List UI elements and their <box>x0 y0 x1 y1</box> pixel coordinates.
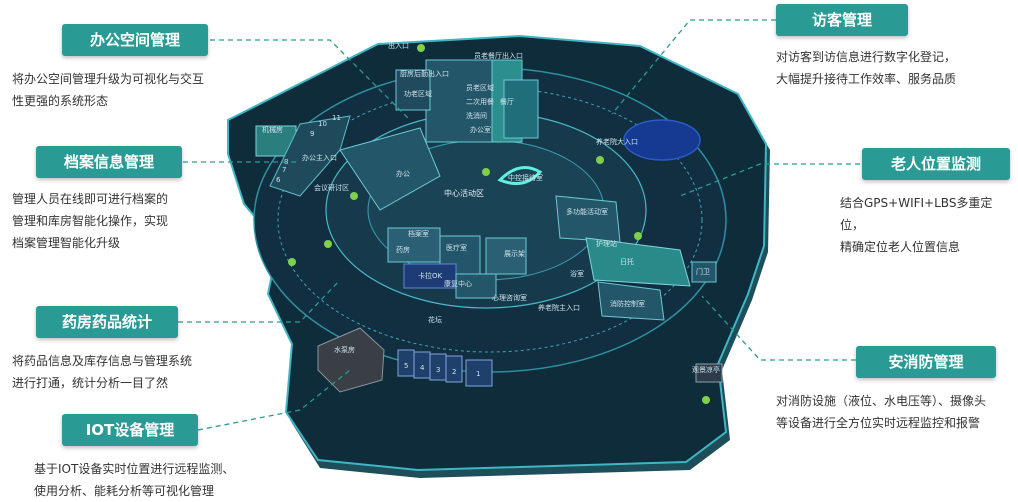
feature-elder-location-desc: 结合GPS+WIFI+LBS多重定位， 精确定位老人位置信息 <box>840 196 993 254</box>
feature-office-space-title[interactable]: 办公空间管理 <box>62 24 208 56</box>
label-health: 康复中心 <box>444 279 472 288</box>
label-daycare: 日托 <box>620 257 634 266</box>
connector-lines <box>178 19 860 431</box>
label-water-room: 水泵房 <box>334 345 355 354</box>
label-exhibit: 展示架 <box>504 250 525 258</box>
label-restaurant-exit: 员老餐厅出入口 <box>474 51 523 60</box>
label-garden: 花坛 <box>428 315 442 324</box>
feature-fire-safety-title[interactable]: 安消防管理 <box>856 346 996 378</box>
label-room-10: 10 <box>318 120 327 128</box>
label-center-activity: 中心活动区 <box>444 188 484 198</box>
feature-fire-safety-desc: 对消防设施（液位、水电压等）、摄像头 等设备进行全方位实时远程监控和报警 <box>776 394 987 430</box>
label-restaurant: 餐厅 <box>500 97 514 106</box>
label-karaoke: 卡拉OK <box>418 271 443 280</box>
label-bathroom: 浴室 <box>570 269 584 278</box>
label-left-building: 机械房 <box>262 125 283 134</box>
feature-archive-desc: 管理人员在线即可进行档案的 管理和库房智能化操作，实现 档案管理智能化升级 <box>12 192 169 250</box>
label-room-11: 11 <box>332 114 341 122</box>
label-slot-5: 5 <box>404 362 408 370</box>
label-room-7: 7 <box>282 166 286 174</box>
label-office-area: 功老区域 <box>404 89 432 98</box>
label-room-6: 6 <box>276 176 281 184</box>
label-kitchen-exit: 厨房后勤出入口 <box>400 69 449 78</box>
parking-slots <box>397 349 493 387</box>
label-slot-4: 4 <box>420 364 425 372</box>
label-room-9: 9 <box>310 130 314 138</box>
label-storage: 洗消间 <box>466 111 487 120</box>
label-guard: 门卫 <box>696 267 710 276</box>
water-room <box>317 327 385 393</box>
feature-pharmacy-title[interactable]: 药房药品统计 <box>36 306 178 338</box>
feature-pharmacy-desc: 将药品信息及库存信息与管理系统 进行打通，统计分析一目了然 <box>12 354 193 390</box>
location-markers <box>288 44 710 404</box>
label-reception: 中控接待室 <box>508 173 543 182</box>
feature-iot-desc: 基于IOT设备实时位置进行远程监测、 使用分析、能耗分析等可视化管理 <box>34 462 235 498</box>
label-multi-activity: 多功能活动室 <box>566 207 608 216</box>
label-office-room: 办公室 <box>470 125 491 134</box>
label-medical: 医疗室 <box>446 243 467 252</box>
feature-elder-location-title[interactable]: 老人位置监测 <box>862 148 1010 180</box>
label-slot-2: 2 <box>452 368 456 376</box>
label-kiosk: 观景凉亭 <box>692 365 720 374</box>
label-staff-area: 员老区域 <box>466 83 494 92</box>
label-slot-1: 1 <box>476 370 480 378</box>
label-office-entrance: 办公主入口 <box>302 153 337 162</box>
label-archive2: 档案室 <box>408 229 429 238</box>
feature-visitor-title[interactable]: 访客管理 <box>776 4 908 36</box>
label-elder-entrance: 养老院大入口 <box>596 137 638 146</box>
label-top-entrance: 出入口 <box>388 41 409 50</box>
feature-archive-title[interactable]: 档案信息管理 <box>36 146 182 178</box>
feature-iot-title[interactable]: IOT设备管理 <box>62 414 198 446</box>
label-meeting: 会议研讨区 <box>314 183 349 192</box>
label-slot-3: 3 <box>436 366 440 374</box>
label-dining2: 二次用餐 <box>466 97 494 106</box>
label-psych: 心理咨询室 <box>492 293 527 302</box>
feature-office-space-desc: 将办公空间管理升级为可视化与交互 性更强的系统形态 <box>12 72 205 108</box>
label-elder-entrance2: 养老院主入口 <box>538 303 580 312</box>
label-nursing: 护理站 <box>596 239 617 248</box>
label-office: 办公 <box>396 169 410 178</box>
pond <box>623 119 701 161</box>
feature-visitor-desc: 对访客到访信息进行数字化登记， 大幅提升接待工作效率、服务品质 <box>776 50 957 86</box>
label-fire: 消防控制室 <box>610 299 645 308</box>
label-pharmacy: 药房 <box>396 245 410 254</box>
